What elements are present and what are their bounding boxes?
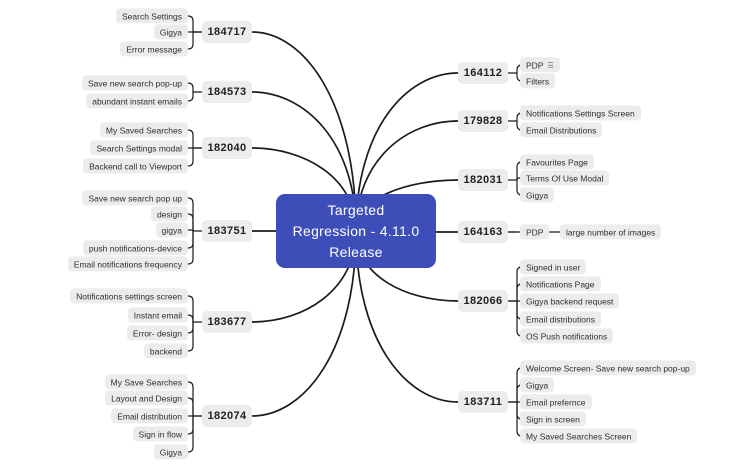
leaf-node[interactable]: Filters [520,73,556,89]
branch-node-182040[interactable]: 182040 [202,137,252,159]
leaf-node[interactable]: Email notifications frequency [67,256,188,272]
branch-node-184573[interactable]: 184573 [202,81,252,103]
leaf-node[interactable]: Notifications Settings Screen [520,105,641,121]
leaf-node[interactable]: Gigya [153,444,188,460]
central-topic-line: Targeted [327,201,385,218]
leaf-node[interactable]: Gigya [153,24,188,40]
leaf-node[interactable]: Sign in screen [520,411,586,427]
branch-node-183677[interactable]: 183677 [202,311,252,333]
branch-node-182031[interactable]: 182031 [458,169,508,191]
leaf-node[interactable]: Save new search pop up [82,190,188,206]
leaf-node[interactable]: Search Settings [115,8,188,24]
leaf-node[interactable]: Sign in flow [132,426,188,442]
central-topic-line: Regression - 4.11.0 [292,222,420,239]
leaf-node[interactable]: PDP [520,224,550,240]
leaf-node[interactable]: My Saved Searches [99,122,188,138]
leaf-node[interactable]: design [150,206,188,222]
leaf-node[interactable]: Gigya [520,187,555,203]
leaf-node[interactable]: Error message [120,41,188,57]
leaf-node[interactable]: backend [143,343,188,359]
leaf-node[interactable]: Notifications settings screen [70,288,188,304]
leaf-node[interactable]: Gigya [520,377,555,393]
central-topic-line: Release [329,243,383,260]
leaf-node[interactable]: Backend call to Viewport [83,158,188,174]
leaf-node[interactable]: Email Distributions [520,122,603,138]
leaf-node[interactable]: Email distribution [111,408,188,424]
leaf-node[interactable]: push notifications-device [82,240,188,256]
leaf-node[interactable]: Email distributions [520,311,601,327]
leaf-node[interactable]: Signed in user [520,259,587,275]
branch-node-183711[interactable]: 183711 [458,391,508,413]
notes-icon[interactable]: ☰ [547,61,554,69]
leaf-node[interactable]: Error- design [126,325,188,341]
leaf-node[interactable]: gigya [155,222,188,238]
central-topic[interactable]: Targeted Regression - 4.11.0 Release [276,194,436,268]
leaf-node[interactable]: abundant instant emails [86,93,188,109]
leaf-node[interactable]: My Save Searches [104,374,188,390]
leaf-node[interactable]: Instant email [127,307,188,323]
branch-node-182066[interactable]: 182066 [458,290,508,312]
leaf-node[interactable]: Email prefernce [520,394,592,410]
leaf-label: PDP [526,59,544,70]
leaf-node[interactable]: My Saved Searches Screen [520,428,638,444]
branch-node-182074[interactable]: 182074 [202,405,252,427]
leaf-node[interactable]: Notifications Page [520,276,601,292]
leaf-node[interactable]: Welcome Screen- Save new search pop-up [520,360,696,376]
branch-node-164112[interactable]: 164112 [458,62,508,84]
leaf-node[interactable]: Favourites Page [520,154,594,170]
leaf-node[interactable]: Terms Of Use Modal [520,170,610,186]
leaf-node[interactable]: Save new search pop-up [81,75,188,91]
leaf-node[interactable]: Gigya backend request [520,293,620,309]
leaf-node[interactable]: OS Push notifications [520,328,614,344]
branch-node-183751[interactable]: 183751 [202,220,252,242]
leaf-node[interactable]: Search Settings modal [90,140,188,156]
branch-node-179828[interactable]: 179828 [458,110,508,132]
branch-node-164163[interactable]: 164163 [458,221,508,243]
leaf-node[interactable]: PDP☰ [520,57,560,73]
leaf-node[interactable]: large number of images [560,224,662,240]
leaf-node[interactable]: Layout and Design [105,390,188,406]
branch-node-184717[interactable]: 184717 [202,21,252,43]
